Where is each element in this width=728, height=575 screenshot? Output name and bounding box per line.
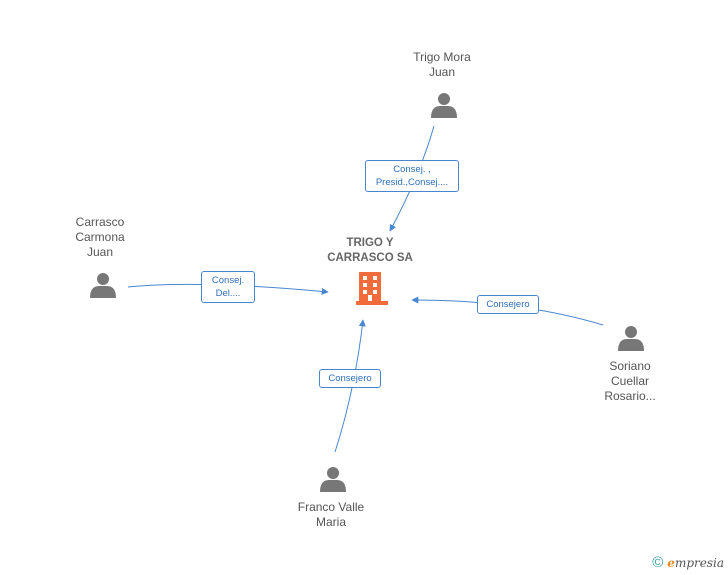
relation-text: Consejero	[486, 299, 530, 310]
person-label-trigo-mora[interactable]: Trigo Mora Juan	[392, 50, 492, 80]
person-icon[interactable]	[90, 273, 116, 298]
relation-text: Del....	[215, 288, 241, 299]
person-name-line: Rosario...	[604, 389, 656, 403]
edge-franco-valle	[334, 319, 366, 453]
person-name-line: Franco Valle	[297, 500, 365, 514]
person-name-line: Maria	[315, 515, 346, 529]
brand-logo-initial: e	[667, 555, 675, 570]
person-name-line: Juan	[428, 65, 456, 79]
relation-text: Consejero	[328, 373, 372, 384]
relation-label-carrasco-carmona[interactable]: Consej. Del....	[201, 271, 255, 303]
person-icon[interactable]	[431, 93, 457, 118]
relation-text: Consej.	[211, 275, 245, 286]
person-label-carrasco-carmona[interactable]: Carrasco Carmona Juan	[50, 215, 150, 260]
person-label-franco-valle[interactable]: Franco Valle Maria	[281, 500, 381, 530]
brand-logo-text: mpresia	[674, 555, 724, 570]
person-name-line: Trigo Mora	[413, 50, 471, 64]
person-icon[interactable]	[320, 467, 346, 492]
footer-brand: © empresia	[652, 554, 724, 571]
person-name-line: Cuellar	[610, 374, 649, 388]
relation-text: Presid.,Consej....	[375, 177, 449, 188]
company-name-line: CARRASCO SA	[327, 252, 413, 264]
building-icon[interactable]	[356, 272, 388, 305]
company-name-line: TRIGO Y	[346, 237, 394, 249]
person-icon[interactable]	[618, 326, 644, 351]
copyright-icon: ©	[652, 554, 664, 571]
relation-label-soriano-cuellar[interactable]: Consejero	[477, 295, 539, 314]
brand-logo: empresia	[667, 556, 724, 570]
relation-label-trigo-mora[interactable]: Consej. , Presid.,Consej....	[365, 160, 459, 192]
relation-text: Consej. ,	[393, 164, 431, 175]
person-label-soriano-cuellar[interactable]: Soriano Cuellar Rosario...	[580, 359, 680, 404]
person-name-line: Juan	[86, 245, 114, 259]
relation-label-franco-valle[interactable]: Consejero	[319, 369, 381, 388]
person-name-line: Soriano	[609, 359, 651, 373]
company-name[interactable]: TRIGO Y CARRASCO SA	[310, 236, 430, 266]
person-name-line: Carrasco	[75, 215, 125, 229]
person-name-line: Carmona	[75, 230, 125, 244]
